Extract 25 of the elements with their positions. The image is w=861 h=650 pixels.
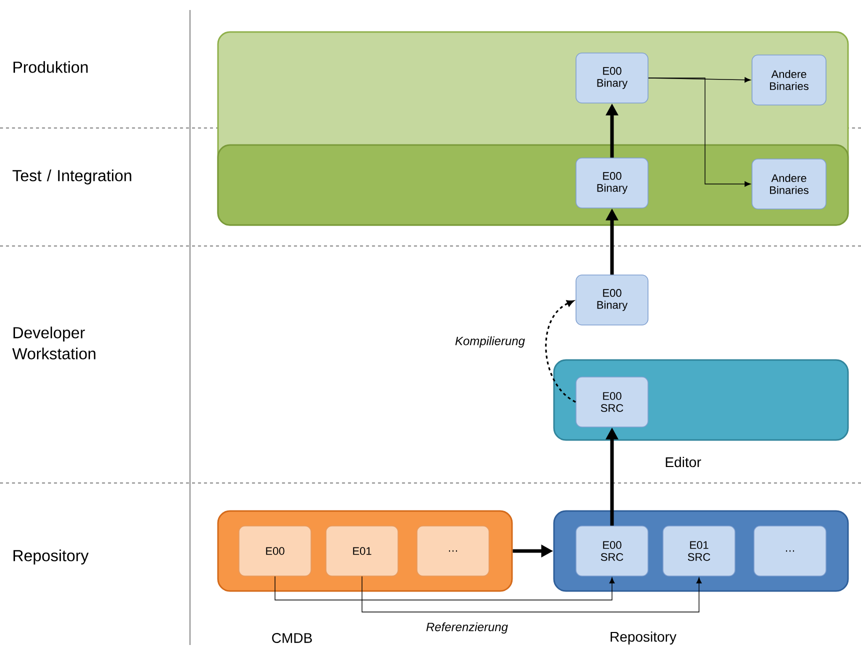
panel-caption: Repository <box>610 631 676 645</box>
artifact-box: E00 SRC <box>576 526 648 576</box>
row-label: Developer Workstation <box>12 326 96 360</box>
row-label: Test / Integration <box>12 170 132 184</box>
artifact-box: E00 Binary <box>576 52 648 104</box>
arrow <box>362 576 702 612</box>
edge-label: Kompilierung <box>454 335 526 349</box>
panel-caption: CMDB <box>272 633 312 643</box>
row-label: Repository <box>14 550 89 564</box>
artifact-box: E00 <box>238 526 312 576</box>
artifact-box: Andere Binaries <box>752 54 826 106</box>
arrow <box>274 576 615 600</box>
arrow <box>545 300 576 403</box>
edge-label: Referenzierung <box>424 621 510 635</box>
arrow <box>648 78 751 187</box>
artifact-box: E01 <box>326 526 398 576</box>
artifact-box: … <box>754 526 826 576</box>
artifact-box: E00 SRC <box>576 376 648 428</box>
panel-caption: Editor <box>666 456 702 468</box>
artifact-box: E00 Binary <box>576 158 648 208</box>
artifact-box: … <box>416 526 490 576</box>
artifact-box: E00 Binary <box>576 274 648 326</box>
row-label: Produktion <box>14 61 88 73</box>
artifact-box: Andere Binaries <box>752 158 826 210</box>
artifact-box: E01 SRC <box>662 526 736 576</box>
